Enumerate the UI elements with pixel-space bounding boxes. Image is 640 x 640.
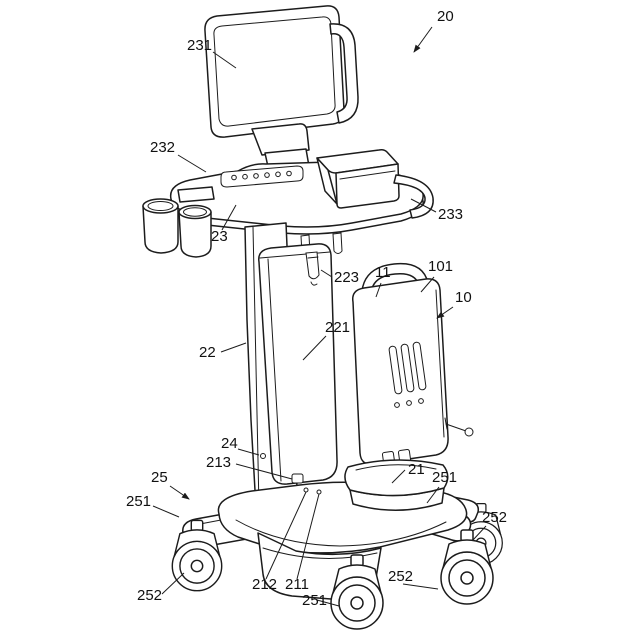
monitor-arm [329, 23, 359, 124]
ref-label-101: 101 [428, 258, 453, 275]
ref-label-212: 212 [252, 576, 277, 593]
ref-label-251-right: 251 [432, 469, 457, 486]
leader-233 [410, 198, 437, 213]
base-fitting [316, 489, 322, 495]
leader-251-right [426, 486, 440, 504]
leader-251-bottom [316, 599, 340, 607]
leader-213 [235, 463, 293, 480]
ref-label-251-left: 251 [126, 493, 151, 510]
reference-numerals: 20 231 232 23 233 223 11 101 10 22 221 2… [126, 8, 507, 609]
column-screw [260, 453, 266, 459]
valve-knob [464, 427, 474, 437]
device-box-front [335, 163, 400, 209]
leader-251-left [152, 505, 180, 518]
vent-slot [412, 341, 427, 391]
base-fitting [303, 487, 309, 493]
ref-label-231: 231 [187, 37, 212, 54]
leader-101 [420, 276, 435, 293]
hanger-hook-curl [310, 281, 318, 286]
ref-label-252-left: 252 [137, 587, 162, 604]
knob-icon [242, 173, 248, 180]
deck-handle [393, 174, 434, 219]
ref-label-21: 21 [408, 461, 425, 478]
valve-mount [444, 417, 448, 430]
knob-icon [264, 172, 270, 178]
ref-label-23: 23 [211, 228, 228, 245]
panel-edge [267, 258, 282, 482]
ref-label-232: 232 [150, 139, 175, 156]
leader-25 [169, 485, 190, 500]
panel-top-edge [259, 251, 331, 259]
ref-label-11: 11 [375, 264, 391, 281]
leader-20 [413, 26, 433, 53]
leader-212 [265, 491, 307, 580]
pedestal-inner-arc [355, 464, 437, 471]
portable-device-unit [351, 262, 474, 466]
ref-label-213: 213 [206, 454, 231, 471]
knob-icon [275, 171, 281, 178]
leader-221 [302, 335, 327, 361]
ref-label-10: 10 [455, 289, 472, 306]
ref-label-252-right: 252 [482, 509, 507, 526]
leader-21 [391, 469, 406, 484]
ref-label-233: 233 [438, 206, 463, 223]
device-pedestal-rim [344, 459, 449, 497]
base-contour [235, 519, 447, 547]
leader-232 [177, 154, 207, 173]
leader-22 [220, 342, 247, 353]
wheeled-base [171, 453, 503, 630]
indicator-dot [406, 400, 412, 406]
valve-stem [445, 423, 467, 432]
leader-lines [152, 26, 487, 607]
leader-24 [237, 448, 260, 456]
leader-23 [221, 204, 237, 231]
ref-label-20: 20 [437, 8, 454, 25]
ref-label-223: 223 [334, 269, 359, 286]
leader-252-bottom [402, 583, 439, 590]
ref-label-211: 211 [285, 576, 309, 593]
column-front-panel [258, 243, 338, 485]
ref-label-24: 24 [221, 435, 238, 452]
hanger-hook [305, 251, 320, 280]
leader-10 [436, 306, 454, 319]
knob-icon [231, 174, 237, 181]
holder-bracket [177, 186, 215, 203]
ref-label-25: 25 [151, 469, 168, 486]
control-deck [169, 149, 434, 235]
cup-holder-right-hole [183, 207, 207, 217]
indicator-dot [418, 398, 424, 404]
knob-icon [286, 170, 292, 177]
device-box-seam [339, 170, 396, 180]
hanger-hook-slot [307, 256, 319, 259]
column-edge [252, 226, 260, 508]
clip-right [332, 232, 343, 254]
leader-211 [296, 493, 320, 580]
cup-holders [142, 186, 215, 258]
leader-11 [375, 282, 382, 298]
vent-slot [400, 343, 415, 393]
panel-foot-bracket [291, 473, 304, 484]
knob-icon [253, 173, 259, 179]
cup-holder-left-hole [147, 201, 174, 211]
ref-label-22: 22 [199, 344, 216, 361]
leader-252-right [472, 525, 487, 541]
ref-label-251-bottom: 251 [302, 592, 327, 609]
ref-label-221: 221 [325, 319, 350, 336]
ref-label-252-bottom: 252 [388, 568, 413, 585]
vent-slot [388, 345, 403, 395]
base-front-cover-seam [262, 547, 378, 559]
device-box-side [316, 157, 338, 205]
leader-231 [212, 51, 237, 69]
device-body [351, 278, 449, 466]
leader-252-left [161, 572, 185, 595]
panel-body [258, 243, 338, 485]
knob-panel [220, 165, 304, 188]
indicator-dot [394, 402, 400, 408]
monitor-back-panel [204, 5, 345, 138]
leader-223 [320, 269, 333, 278]
monitor-neck-upper [251, 123, 310, 156]
